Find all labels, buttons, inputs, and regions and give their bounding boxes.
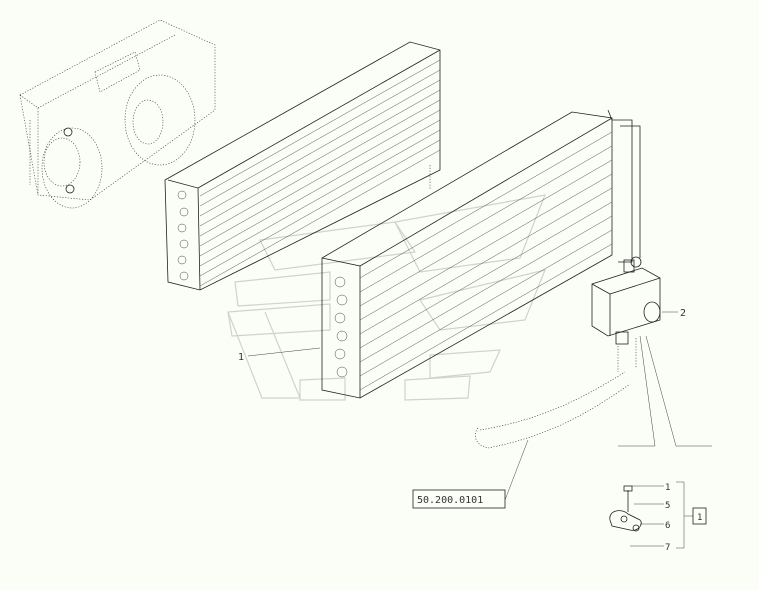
reference-box[interactable]: 50.200.0101	[412, 489, 506, 509]
blower-housing-icon	[19, 19, 216, 209]
evaporator-core-icon	[321, 109, 642, 399]
kit-item-7: 7	[665, 543, 670, 553]
kit-item-5: 5	[665, 501, 670, 511]
kit-box[interactable]: 1	[692, 507, 707, 525]
washer-icon	[632, 524, 640, 532]
leader-lines	[247, 311, 712, 501]
heater-core-icon	[164, 41, 441, 291]
hardware-kit: 1 5 6 7 1	[609, 481, 707, 553]
callout-evaporator: 1	[238, 352, 244, 363]
expansion-valve-icon	[591, 259, 661, 372]
callout-valve: 2	[680, 308, 686, 319]
kit-item-1: 1	[665, 483, 670, 493]
watermark-logo	[227, 194, 546, 401]
clamp-icon	[609, 510, 642, 531]
bolt-icon	[623, 485, 633, 512]
reference-code: 50.200.0101	[417, 495, 483, 506]
hose-icon	[475, 371, 631, 449]
kit-box-number: 1	[697, 513, 702, 523]
kit-item-6: 6	[665, 521, 670, 531]
